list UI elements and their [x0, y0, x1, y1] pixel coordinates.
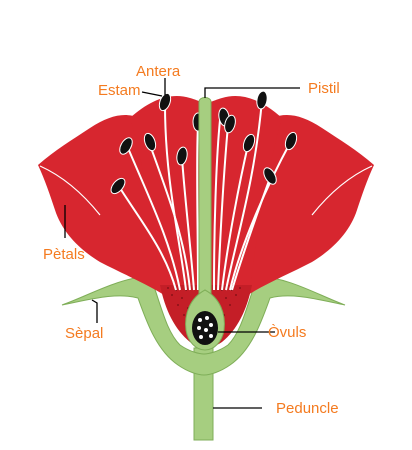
ovules	[197, 316, 213, 339]
ovary-cavity	[192, 311, 218, 345]
stamen-filaments	[119, 99, 291, 291]
label-ovuls: Òvuls	[268, 324, 306, 341]
petal-left	[38, 115, 172, 300]
pistil-style	[198, 97, 212, 296]
petal-right-edge	[311, 165, 373, 216]
label-estam: Estam	[98, 82, 141, 99]
anthers	[110, 90, 298, 195]
leader-lines	[64, 78, 300, 409]
label-antera: Antera	[136, 63, 181, 80]
petal-left-edge	[39, 165, 101, 216]
label-sepal: Sèpal	[65, 325, 103, 342]
sepal-receptacle	[61, 275, 346, 376]
label-peduncle: Peduncle	[276, 400, 339, 417]
petal-right	[240, 115, 374, 300]
label-pistil: Pistil	[308, 80, 340, 97]
label-petals: Pètals	[43, 246, 85, 263]
